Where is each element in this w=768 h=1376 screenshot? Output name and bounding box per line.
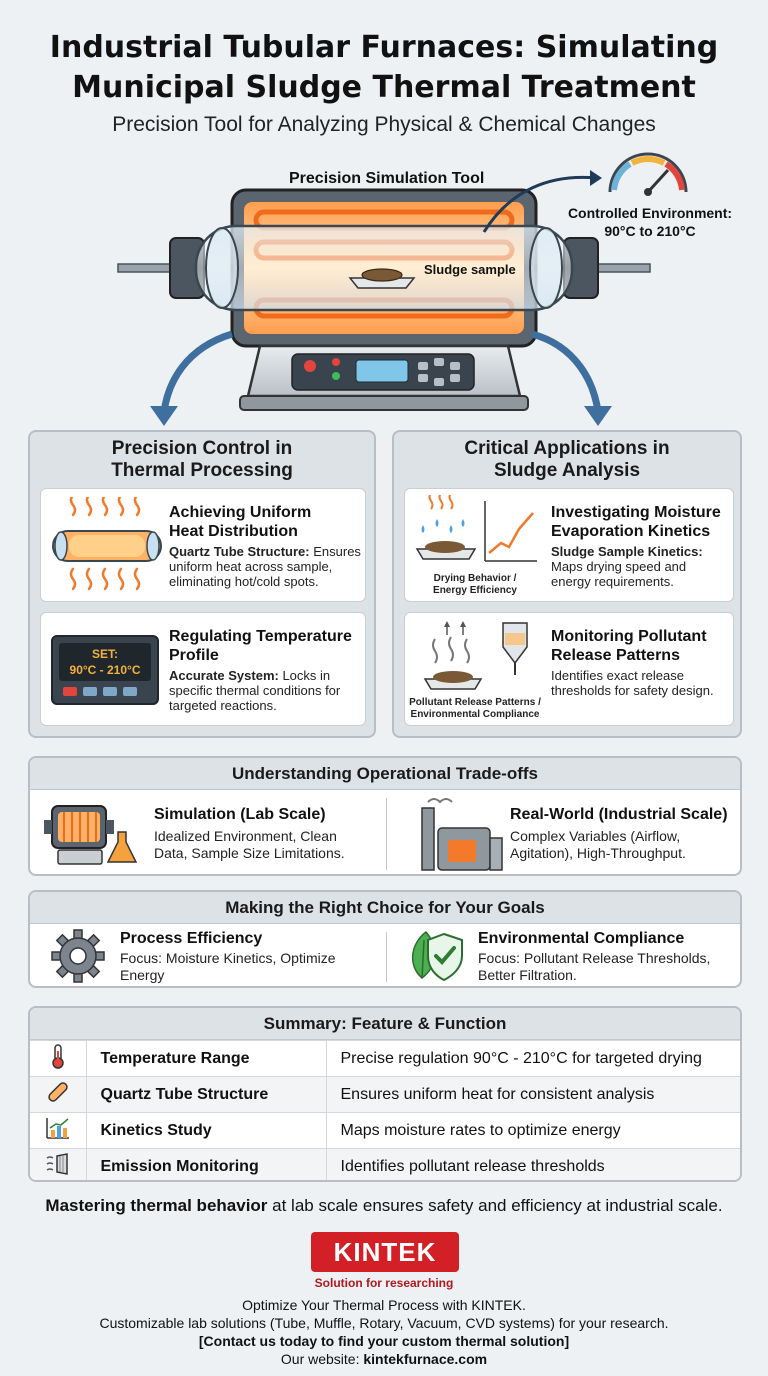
divider [386, 798, 387, 870]
gear-icon [51, 929, 105, 983]
sample-label: Sludge sample [424, 262, 516, 277]
tube-furnace-icon [117, 152, 688, 426]
compliance-text: Focus: Pollutant Release Thresholds, Bet… [478, 950, 711, 983]
section-title: Summary: Feature & Function [30, 1008, 740, 1040]
feature-cell: Kinetics Study [86, 1112, 327, 1149]
panel-title: Critical Applications in Sludge Analysis [464, 438, 670, 481]
website-link[interactable]: kintekfurnace.com [363, 1351, 488, 1367]
function-cell: Precise regulation 90°C - 210°C for targ… [326, 1040, 740, 1077]
choice-panel: Making the Right Choice for Your Goals P… [28, 890, 742, 988]
tradeoffs-panel: Understanding Operational Trade-offs Sim… [28, 756, 742, 876]
feature-cell: Quartz Tube Structure [86, 1076, 327, 1113]
card-text: Quartz Tube Structure: Ensures uniform h… [169, 544, 361, 589]
table-row: Quartz Tube Structure Ensures uniform he… [30, 1076, 740, 1113]
emission-filter-icon [423, 621, 528, 690]
moisture-kinetics-card: Drying Behavior / Energy Efficiency Inve… [404, 488, 734, 602]
quartz-tube-icon [48, 1082, 68, 1102]
environment-label: Controlled Environment: 90°C to 210°C [567, 205, 733, 239]
lab-scale-text: Idealized Environment, Clean Data, Sampl… [154, 828, 345, 861]
lab-furnace-icon [44, 805, 138, 865]
table-row: Kinetics Study Maps moisture rates to op… [30, 1112, 740, 1149]
page-title: Industrial Tubular Furnaces: Simulating … [49, 30, 719, 105]
page-subtitle: Precision Tool for Analyzing Physical & … [112, 113, 656, 136]
chart-caption: Drying Behavior / Energy Efficiency [433, 573, 517, 596]
conclusion-text: Mastering thermal behavior at lab scale … [45, 1196, 723, 1215]
card-heading: Achieving Uniform Heat Distribution [169, 504, 312, 540]
website-line: Our website: kintekfurnace.com [280, 1351, 488, 1367]
footer-line: Optimize Your Thermal Process with KINTE… [242, 1297, 526, 1313]
industrial-plant-icon [421, 798, 503, 871]
tool-label: Precision Simulation Tool [289, 170, 485, 187]
function-cell: Identifies pollutant release thresholds [326, 1148, 740, 1180]
kintek-logo[interactable]: KINTEK [311, 1232, 459, 1272]
eco-shield-icon [412, 930, 463, 982]
card-text: Identifies exact release thresholds for … [551, 668, 714, 698]
industrial-scale-heading: Real-World (Industrial Scale) [510, 806, 728, 823]
function-cell: Maps moisture rates to optimize energy [326, 1112, 740, 1149]
efficiency-heading: Process Efficiency [120, 930, 263, 947]
lab-scale-heading: Simulation (Lab Scale) [154, 806, 326, 823]
bar-chart-icon [46, 1118, 69, 1139]
feature-cell: Emission Monitoring [86, 1148, 327, 1180]
efficiency-text: Focus: Moisture Kinetics, Optimize Energ… [120, 950, 336, 983]
card-text: Sludge Sample Kinetics: Maps drying spee… [551, 544, 703, 589]
summary-table: Summary: Feature & Function Temperature … [28, 1006, 742, 1182]
card-heading: Investigating Moisture Evaporation Kinet… [551, 504, 721, 540]
heated-tube-icon [52, 497, 162, 591]
compliance-heading: Environmental Compliance [478, 930, 685, 947]
filter-icon [46, 1153, 68, 1176]
card-text: Accurate System: Locks in specific therm… [169, 668, 341, 713]
chart-caption: Pollutant Release Patterns / Environment… [409, 697, 541, 720]
feature-cell: Temperature Range [86, 1040, 327, 1077]
section-title: Making the Right Choice for Your Goals [30, 892, 740, 924]
table-row: Emission Monitoring Identifies pollutant… [30, 1148, 740, 1180]
uniform-heat-card: Achieving Uniform Heat Distribution Quar… [40, 488, 366, 602]
industrial-scale-text: Complex Variables (Airflow, Agitation), … [510, 828, 686, 861]
card-heading: Monitoring Pollutant Release Patterns [551, 628, 707, 664]
controller-display-icon: SET: 90°C - 210°C [51, 635, 159, 705]
card-heading: Regulating Temperature Profile [169, 628, 352, 664]
section-title: Understanding Operational Trade-offs [30, 758, 740, 790]
precision-control-panel: Precision Control in Thermal Processing … [28, 430, 376, 738]
thermometer-icon [52, 1044, 64, 1069]
brand-tagline: Solution for researching [314, 1276, 454, 1290]
pollutant-release-card: Pollutant Release Patterns / Environment… [404, 612, 734, 726]
panel-title: Precision Control in Thermal Processing [111, 438, 293, 481]
drying-chart-icon [415, 495, 537, 562]
footer-line: Customizable lab solutions (Tube, Muffle… [99, 1315, 669, 1331]
table-row: Temperature Range Precise regulation 90°… [30, 1040, 740, 1077]
temperature-profile-card: SET: 90°C - 210°C Regulating Temperature… [40, 612, 366, 726]
divider [386, 932, 387, 982]
contact-link[interactable]: [Contact us today to find your custom th… [198, 1333, 570, 1349]
furnace-illustration: Precision Simulation Tool Controlled Env… [0, 150, 768, 430]
critical-applications-panel: Critical Applications in Sludge Analysis… [392, 430, 742, 738]
function-cell: Ensures uniform heat for consistent anal… [326, 1076, 740, 1113]
